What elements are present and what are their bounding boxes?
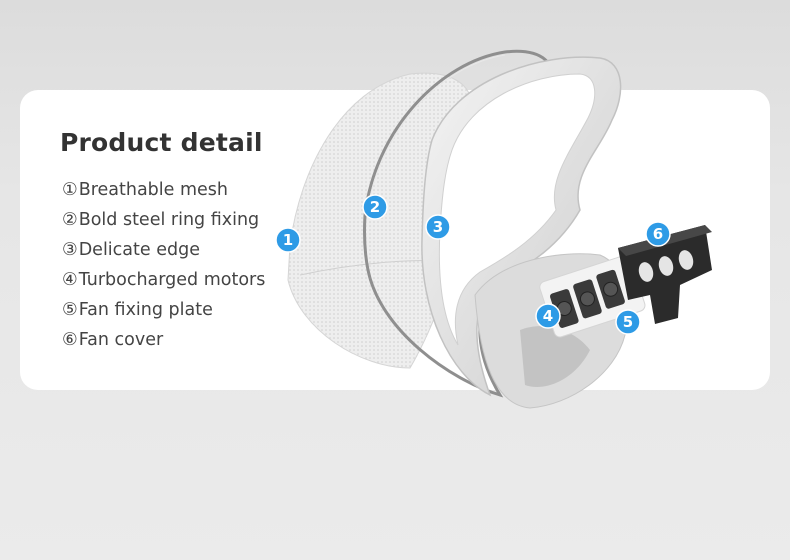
marker-3: 3 xyxy=(425,214,451,240)
marker-1-label: 1 xyxy=(283,231,293,249)
feature-label: Bold steel ring fixing xyxy=(78,210,260,230)
feature-label: Turbocharged motors xyxy=(78,270,266,290)
marker-6: 6 xyxy=(645,221,671,247)
exploded-product-illustration: 1 2 3 4 5 6 xyxy=(275,49,712,409)
feature-item-turbocharged-motors: ④Turbocharged motors xyxy=(62,268,265,298)
marker-5-label: 5 xyxy=(623,313,633,331)
marker-4: 4 xyxy=(535,303,561,329)
feature-number: ② xyxy=(62,210,78,230)
feature-number: ⑤ xyxy=(62,300,78,320)
marker-5: 5 xyxy=(615,309,641,335)
feature-list: ①Breathable mesh ②Bold steel ring fixing… xyxy=(62,178,265,358)
feature-number: ⑥ xyxy=(62,330,78,350)
feature-item-breathable-mesh: ①Breathable mesh xyxy=(62,178,265,208)
marker-2: 2 xyxy=(362,194,388,220)
marker-3-label: 3 xyxy=(433,218,443,236)
page-title: Product detail xyxy=(60,128,263,157)
feature-item-steel-ring: ②Bold steel ring fixing xyxy=(62,208,265,238)
feature-label: Delicate edge xyxy=(78,240,200,260)
marker-6-label: 6 xyxy=(653,225,663,243)
feature-item-fan-cover: ⑥Fan cover xyxy=(62,328,265,358)
feature-label: Fan cover xyxy=(78,330,164,350)
marker-4-label: 4 xyxy=(543,307,553,325)
edge-frame-icon xyxy=(421,56,628,409)
marker-2-label: 2 xyxy=(370,198,380,216)
feature-label: Fan fixing plate xyxy=(78,300,213,320)
feature-label: Breathable mesh xyxy=(78,180,229,200)
feature-number: ④ xyxy=(62,270,78,290)
marker-1: 1 xyxy=(275,227,301,253)
feature-number: ① xyxy=(62,180,78,200)
feature-item-delicate-edge: ③Delicate edge xyxy=(62,238,265,268)
feature-number: ③ xyxy=(62,240,78,260)
feature-item-fan-fixing-plate: ⑤Fan fixing plate xyxy=(62,298,265,328)
